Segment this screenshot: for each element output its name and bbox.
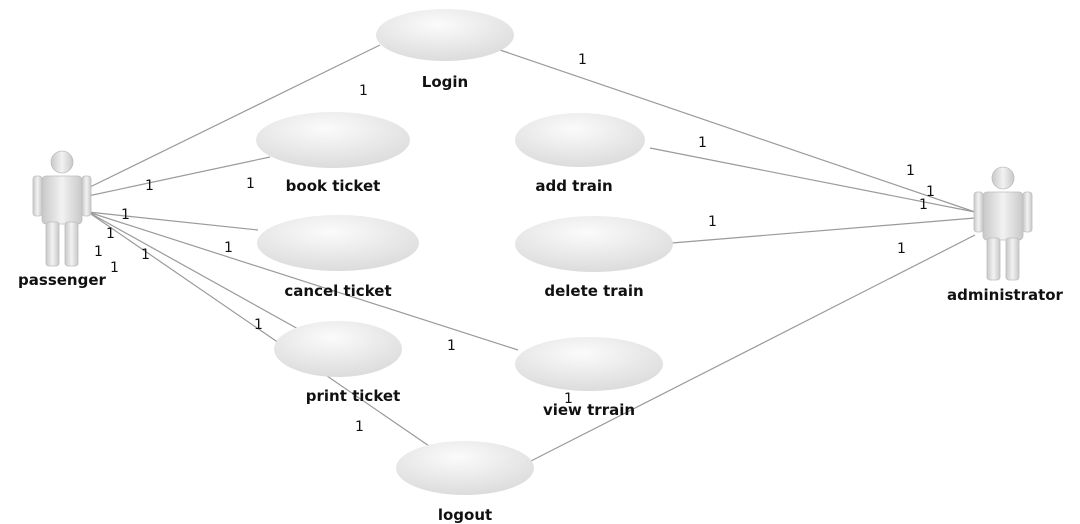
label-delete-train: delete train [544,282,643,300]
multiplicity-label: 1 [145,178,154,194]
assoc-passenger-cancel-ticket [87,211,259,231]
assoc-passenger-logout [87,211,433,449]
multiplicity-labels: 1 1 1 1 1 1 1 1 1 1 1 1 1 1 1 1 1 1 1 1 [94,52,935,435]
assoc-admin-add-train [649,147,976,213]
multiplicity-label: 1 [359,83,368,99]
label-book-ticket: book ticket [286,177,381,195]
multiplicity-label: 1 [224,240,233,256]
label-login: Login [422,73,468,91]
use-cases [256,9,673,495]
use-case-add-train [515,113,645,167]
actor-administrator: administrator [947,166,1064,304]
use-case-print-ticket [274,321,402,377]
multiplicity-label: 1 [698,135,707,151]
use-case-book-ticket [256,112,410,168]
assoc-passenger-print-ticket [87,211,301,331]
use-case-cancel-ticket [257,215,419,271]
multiplicity-label: 1 [94,244,103,260]
label-print-ticket: print ticket [306,387,400,405]
actor-passenger-label: passenger [18,271,106,289]
multiplicity-label: 1 [926,184,935,200]
multiplicity-label: 1 [578,52,587,68]
stick-figure-icon [973,166,1033,281]
use-case-labels: Login book ticket cancel ticket print ti… [284,73,643,524]
multiplicity-label: 1 [355,419,364,435]
multiplicity-label: 1 [121,207,130,223]
use-case-logout [396,441,534,495]
label-logout: logout [438,506,492,524]
assoc-passenger-book-ticket [87,156,271,197]
multiplicity-label: 1 [919,197,928,213]
assoc-admin-login [499,49,976,213]
multiplicity-label: 1 [906,163,915,179]
label-cancel-ticket: cancel ticket [284,282,391,300]
label-view-train: view trrain [543,401,635,419]
multiplicity-label: 1 [254,317,263,333]
actor-administrator-label: administrator [947,286,1064,304]
assoc-passenger-view-train [87,211,519,351]
multiplicity-label: 1 [708,214,717,230]
multiplicity-label: 1 [106,226,115,242]
multiplicity-label: 1 [141,247,150,263]
assoc-admin-delete-train [671,217,976,244]
stick-figure-icon [32,150,92,267]
use-case-login [376,9,514,61]
label-add-train: add train [535,177,612,195]
multiplicity-label: 1 [246,176,255,192]
associations [87,44,976,464]
use-case-view-train [515,337,663,391]
multiplicity-label: 1 [897,241,906,257]
assoc-passenger-login [87,44,381,189]
multiplicity-label: 1 [110,260,119,276]
assoc-admin-logout [526,234,976,464]
multiplicity-label: 1 [564,391,573,407]
actor-passenger: passenger [18,150,107,289]
multiplicity-label: 1 [447,338,456,354]
use-case-delete-train [515,216,673,272]
